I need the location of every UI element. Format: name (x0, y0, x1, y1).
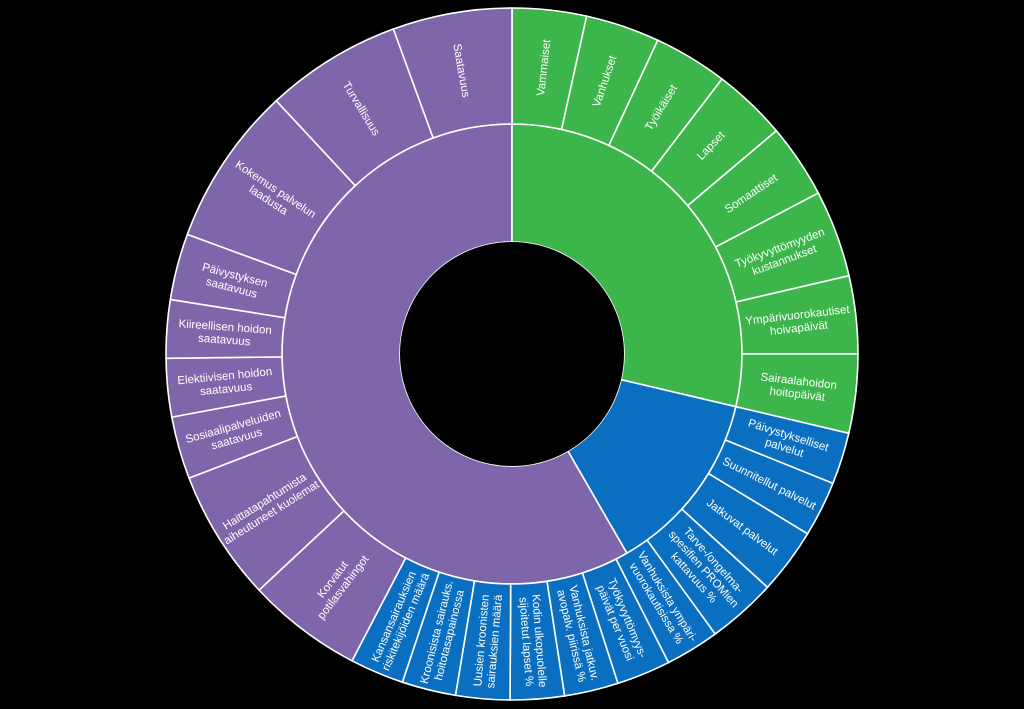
center-hole (400, 242, 624, 466)
segment-label-line: saatavuus (199, 381, 253, 398)
segment-label-line: saatavuus (198, 333, 251, 349)
outer-segment-27 (392, 7, 513, 139)
segment-label-23: Kiireellisen hoidonsaatavuus (177, 318, 272, 350)
